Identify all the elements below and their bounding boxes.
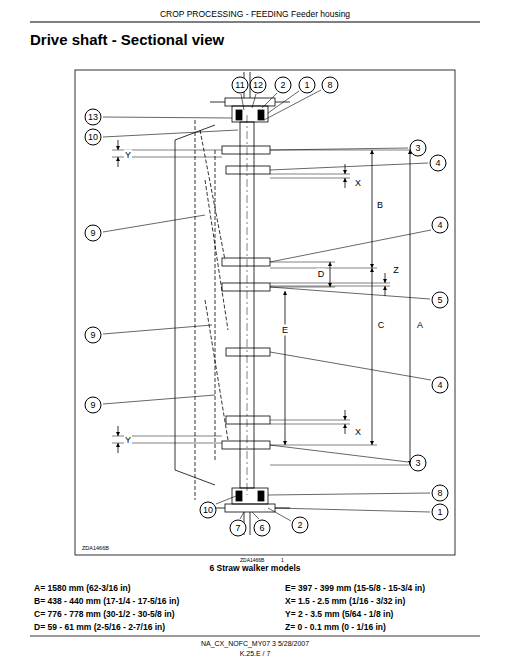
callout-number: 4: [432, 217, 449, 234]
callout-number: 10: [85, 129, 102, 146]
callout-number: 4: [430, 155, 447, 172]
callout-number: 4: [432, 377, 449, 394]
dimension-spec: C= 776 - 778 mm (30-1/2 - 30-5/8 in): [34, 610, 175, 619]
callout-number: 12: [250, 77, 267, 94]
callout-number: 1: [299, 77, 316, 94]
callout-number: 8: [322, 77, 339, 94]
dimension-spec: X= 1.5 - 2.5 mm (1/16 - 3/32 in): [285, 597, 405, 606]
figure-id: ZDA1466B: [82, 546, 109, 552]
dimension-spec: A= 1580 mm (62-3/16 in): [34, 584, 131, 593]
callout-number: 9: [85, 225, 102, 242]
dimension-letter: Y: [124, 435, 132, 446]
dimension-spec: Z= 0 - 0.1 mm (0 - 1/16 in): [285, 623, 386, 632]
dimension-spec: Y= 2 - 3.5 mm (5/64 - 1/8 in): [285, 610, 393, 619]
figure-id: ZDA1466B: [240, 558, 264, 563]
callout-number: 1: [432, 504, 449, 521]
page-header: CROP PROCESSING - FEEDING Feeder housing: [160, 10, 350, 19]
dimension-letter: X: [354, 427, 362, 438]
dimension-spec: E= 397 - 399 mm (15-5/8 - 15-3/4 in): [285, 584, 425, 593]
callout-number: 8: [432, 485, 449, 502]
figure-caption: 6 Straw walker models: [209, 564, 300, 573]
callout-number: 7: [230, 520, 247, 537]
callout-number: 6: [254, 520, 271, 537]
dimension-letter: D: [317, 269, 326, 280]
callout-number: 10: [200, 502, 217, 519]
callout-number: 3: [410, 455, 427, 472]
figure-number: 1: [281, 558, 284, 563]
callout-number: 11: [232, 77, 249, 94]
dimension-letter: B: [376, 200, 384, 211]
dimension-letter: C: [377, 320, 386, 331]
dimension-letter: X: [354, 178, 362, 189]
dimension-spec: B= 438 - 440 mm (17-1/4 - 17-5/16 in): [34, 597, 179, 606]
dimension-letter: E: [281, 325, 289, 336]
callout-number: 3: [410, 140, 427, 157]
callout-number: 9: [85, 397, 102, 414]
page-footer: NA_CX_NOFC_MY07 3 5/28/2007: [201, 640, 309, 647]
dimension-spec: D= 59 - 61 mm (2-5/16 - 2-7/16 in): [34, 623, 165, 632]
page-title: Drive shaft - Sectional view: [30, 32, 224, 47]
callout-number: 2: [292, 517, 309, 534]
dimension-letter: Y: [124, 150, 132, 161]
callout-number: 2: [275, 77, 292, 94]
callout-number: 9: [85, 327, 102, 344]
callout-number: 5: [432, 292, 449, 309]
dimension-letter: Z: [392, 265, 400, 276]
page-footer: K.25.E / 7: [240, 650, 271, 657]
callout-number: 13: [85, 109, 102, 126]
dimension-letter: A: [416, 320, 424, 331]
